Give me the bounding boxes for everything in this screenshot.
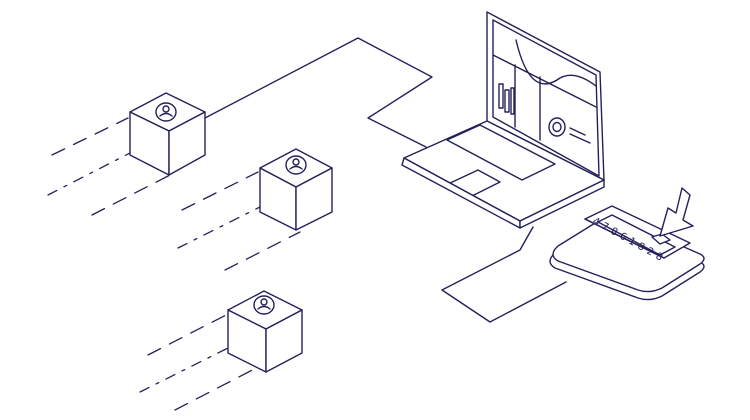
user-profile-icon bbox=[285, 155, 307, 175]
user-profile-icon bbox=[155, 102, 177, 122]
svg-text:2: 2 bbox=[645, 246, 656, 259]
connection-lines bbox=[204, 37, 567, 323]
svg-text:8: 8 bbox=[609, 226, 620, 239]
pin-code: 4 7 8 6 1 8 2 8 bbox=[591, 216, 665, 264]
wire-cube-to-laptop bbox=[204, 37, 433, 148]
cursor-arrow-icon bbox=[659, 187, 694, 237]
motion-trails bbox=[47, 117, 301, 411]
svg-text:1: 1 bbox=[627, 236, 638, 249]
laptop-icon bbox=[401, 11, 605, 229]
svg-text:7: 7 bbox=[600, 221, 611, 234]
user-cube-1 bbox=[129, 92, 206, 176]
user-profile-icon bbox=[253, 295, 275, 315]
card-reader-icon: 4 7 8 6 1 8 2 8 bbox=[549, 205, 705, 301]
gauge-widget bbox=[548, 117, 566, 137]
svg-text:6: 6 bbox=[618, 231, 629, 244]
svg-text:8: 8 bbox=[654, 251, 665, 264]
svg-text:4: 4 bbox=[591, 216, 602, 229]
svg-text:8: 8 bbox=[636, 241, 647, 254]
wire-laptop-to-reader bbox=[441, 226, 567, 323]
bar-chart-widget bbox=[498, 83, 515, 115]
user-cube-2 bbox=[259, 148, 333, 231]
user-cube-3 bbox=[227, 290, 303, 373]
